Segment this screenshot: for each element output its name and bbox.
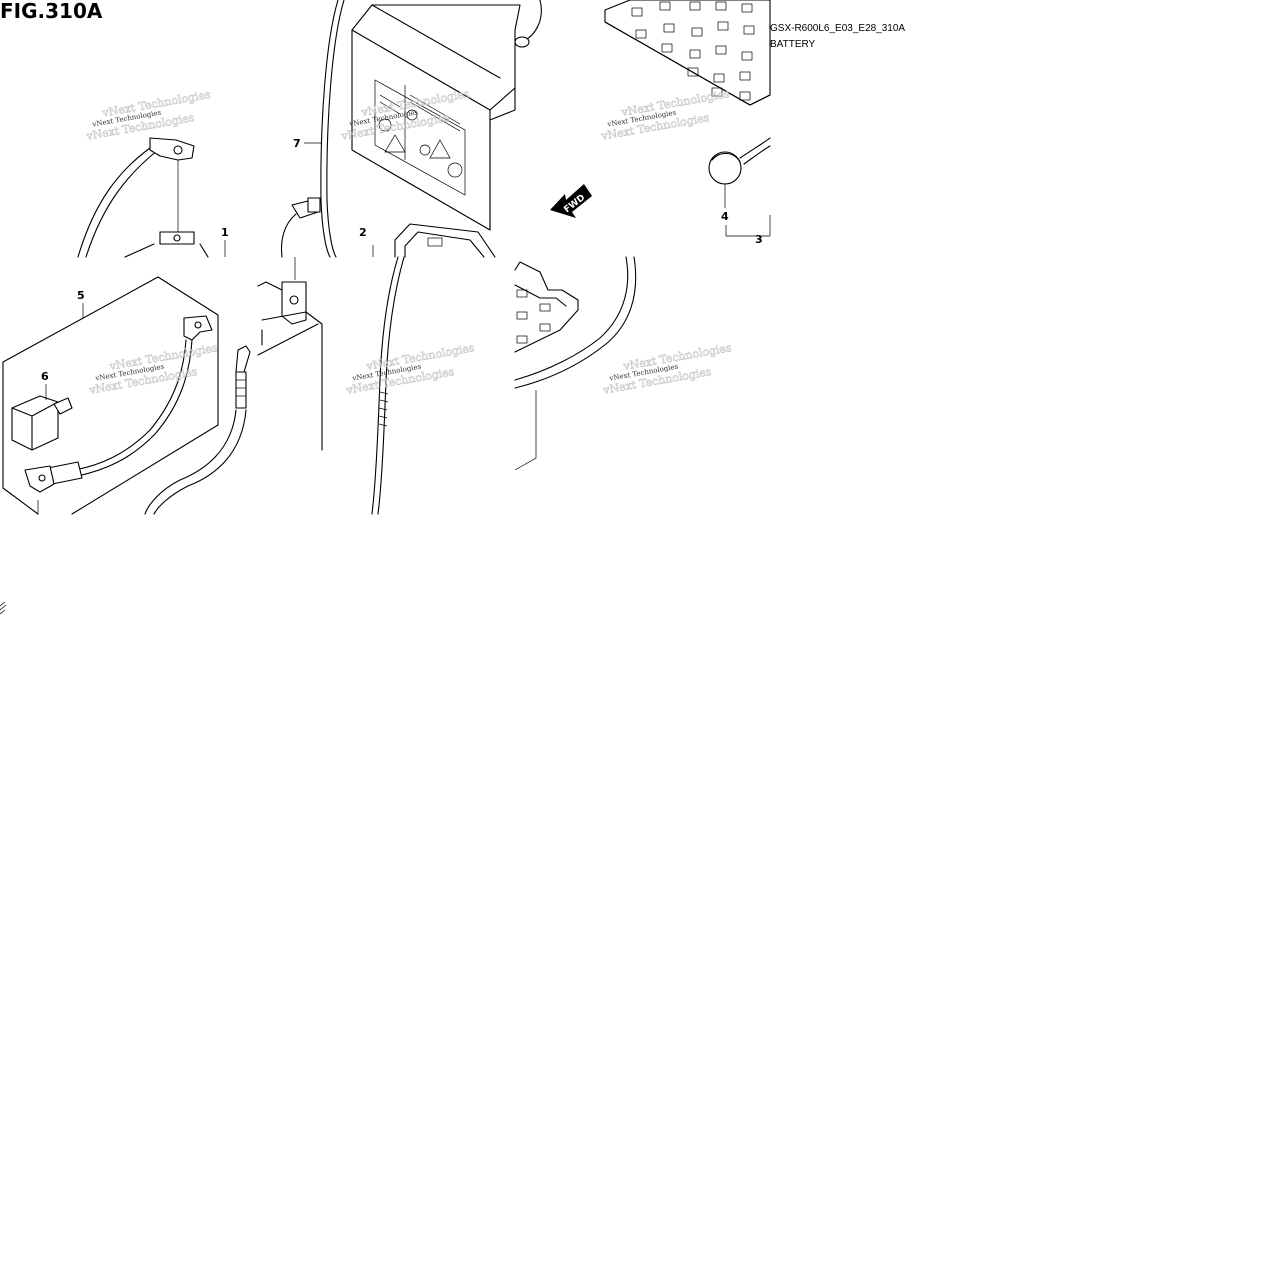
- battery-cable-in-bag: [24, 315, 213, 514]
- callout-5: 5: [77, 289, 85, 302]
- watermark-6: vNext Technologies vNext Technologies vN…: [601, 341, 733, 397]
- cable-terminal-part-1: [77, 137, 209, 258]
- watermark-4: vNext Technologies vNext Technologies vN…: [87, 341, 219, 397]
- battery-tray-part-3: [604, 0, 771, 106]
- watermark-1: vNext Technologies vNext Technologies vN…: [84, 87, 212, 143]
- watermark-5: vNext Technologies vNext Technologies vN…: [344, 341, 476, 397]
- callout-2: 2: [359, 226, 367, 239]
- accessory-bag-part-5: [2, 276, 219, 515]
- lower-band: 5 6: [2, 256, 637, 515]
- callout-7: 7: [293, 137, 301, 150]
- stray-mark: [0, 601, 7, 615]
- group-name: BATTERY: [770, 39, 816, 50]
- terminal-cover-part-6: [11, 384, 73, 451]
- battery-lower-view: [144, 257, 323, 515]
- model-code: GSX-R600L6_E03_E28_310A: [770, 23, 905, 34]
- lead-wire-lower: [371, 256, 405, 515]
- callout-6: 6: [41, 370, 49, 383]
- upper-band: 1 7: [77, 0, 771, 258]
- callout-4: 4: [721, 210, 729, 223]
- callout-1: 1: [221, 226, 229, 239]
- figure-title: FIG.310A: [0, 0, 103, 23]
- forward-direction-arrow: FWD: [550, 184, 592, 218]
- callout-3: 3: [755, 233, 763, 246]
- watermark-3: vNext Technologies vNext Technologies vN…: [599, 87, 731, 143]
- lead-wire-part-7: [280, 0, 345, 258]
- battery-part-2: [351, 0, 542, 231]
- battery-tray-lower: [514, 256, 637, 471]
- terminal-cap-part-4: [708, 137, 771, 208]
